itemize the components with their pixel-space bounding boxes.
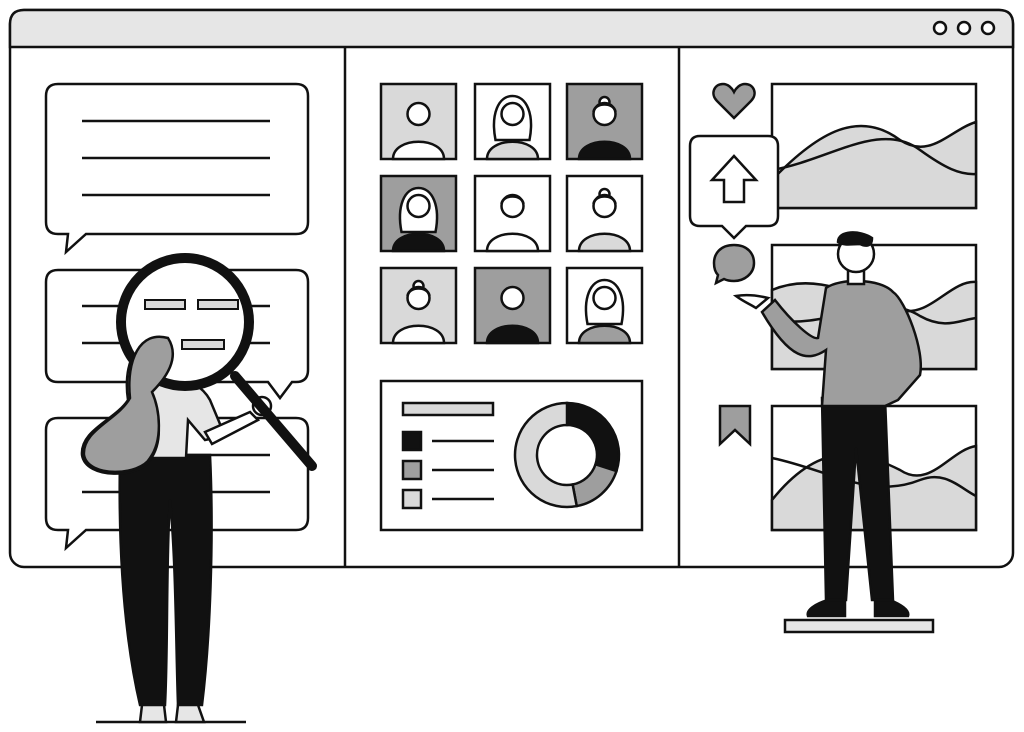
woman-hair-front [82,335,175,474]
avatar-hairline [592,195,617,205]
avatar-head [406,101,431,127]
magnifier-handle [230,371,317,471]
avatar-tile[interactable] [379,266,458,345]
avatar-body [485,140,540,161]
avatar-head [500,193,525,219]
avatar-tile[interactable] [379,82,458,161]
avatar-body [577,140,632,161]
window-dot-icon[interactable] [980,20,996,36]
graph-card-1 [770,82,978,210]
person-woman [80,253,317,724]
avatar-head [406,193,431,219]
chat-bubble-1 [44,82,310,256]
avatar-body [485,324,540,345]
avatar-tile[interactable] [565,82,644,161]
stats-card [379,379,644,532]
magnified-text-line [197,299,239,310]
window-dot-icon[interactable] [932,20,948,36]
avatar-body [577,324,632,345]
avatar-tile[interactable] [379,174,458,253]
woman-pants [118,453,213,707]
man-hair [836,231,874,247]
avatar-tile[interactable] [565,266,644,345]
man-shoe [873,598,910,618]
man-sweater [760,279,923,408]
person-man [732,231,935,634]
window-dot-icon[interactable] [956,20,972,36]
avatar-head [592,193,617,219]
avatar-hairline [406,287,431,297]
line-series [771,137,977,176]
avatar-tile[interactable] [473,174,552,253]
stats-title-bar [401,401,495,417]
avatar-head [500,101,525,127]
avatar-body [391,232,446,253]
window-controls[interactable] [932,20,996,36]
woman-arm [203,410,261,446]
avatar-hairline [500,195,525,205]
heart-icon[interactable] [712,82,756,120]
arrow-up-icon[interactable] [688,134,780,240]
avatar-grid [379,82,644,345]
avatar-tile[interactable] [473,266,552,345]
avatar-body [391,140,446,161]
avatar-head [500,285,525,311]
legend-swatch [401,488,423,510]
magnified-text-line [144,299,186,310]
avatar-hairline [592,103,617,113]
man-pants [820,396,895,602]
speech-bubble-icon[interactable] [712,243,756,286]
man-shoe [806,598,847,618]
avatar-tile[interactable] [565,174,644,253]
bookmark-icon[interactable] [718,404,752,447]
avatar-head [592,285,617,311]
woman-foot [174,703,206,724]
donut-segment [513,401,579,509]
woman-foot [138,703,168,724]
stats-legend [401,430,494,510]
line-series [771,456,977,498]
legend-swatch [401,430,423,452]
donut-chart [513,401,621,509]
avatar-head [592,101,617,127]
legend-swatch [401,459,423,481]
man-hand [732,293,771,310]
ground-plate [783,618,935,634]
magnified-text-line [181,339,225,350]
avatar-body [485,232,540,253]
avatar-head [406,285,431,311]
window-title-bar [8,8,1015,49]
avatar-body [577,232,632,253]
avatar-tile[interactable] [473,82,552,161]
avatar-body [391,324,446,345]
